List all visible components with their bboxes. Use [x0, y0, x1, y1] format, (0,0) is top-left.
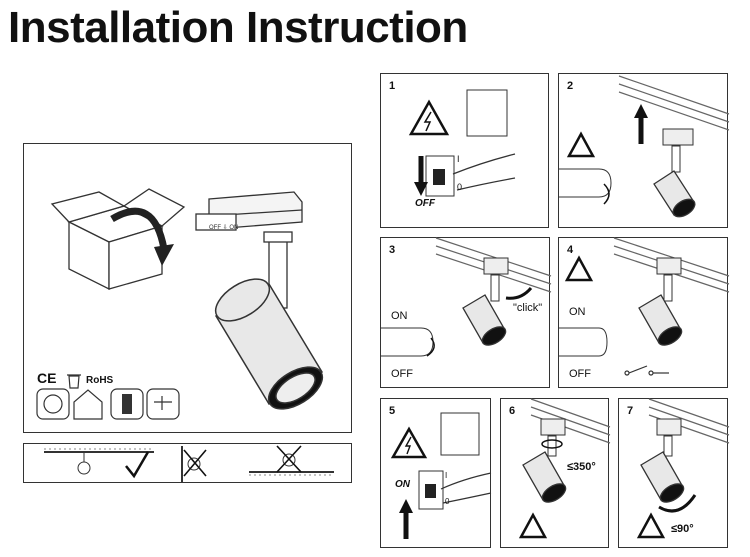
warning-electric-icon — [390, 426, 428, 459]
product-illustration: OFF ⇩ ON — [36, 188, 324, 420]
check-icon — [125, 451, 150, 479]
step-number: 6 — [509, 405, 516, 417]
product-panel: OFF ⇩ ON CE RoHS — [23, 143, 352, 433]
hand — [452, 153, 516, 191]
on-label: ON — [391, 310, 408, 322]
switch-off-mark: 0 — [457, 182, 463, 192]
hand — [440, 472, 492, 504]
indoor-use-icon — [73, 389, 103, 420]
spotlight-head — [214, 278, 324, 410]
spotlight-head — [638, 294, 683, 346]
spotlight-head — [653, 170, 696, 218]
svg-text:OFF ⇩ ON: OFF ⇩ ON — [209, 224, 238, 231]
spotlight-head — [522, 451, 567, 503]
cross-icon — [276, 445, 302, 473]
step-6-panel: 6 ≤350° — [500, 398, 611, 548]
step-number: 4 — [567, 244, 574, 256]
switch-off-mark: 0 — [445, 497, 450, 506]
step-5-panel: 5 ON I 0 — [380, 398, 492, 548]
mounting-panel — [23, 443, 352, 483]
step-2-panel: 2 — [558, 73, 730, 228]
box-icon — [50, 188, 186, 291]
step-number: 2 — [567, 80, 574, 92]
fuse-box — [466, 89, 508, 137]
mounting-illustration — [44, 445, 334, 482]
ce-mark: CE — [37, 370, 57, 386]
step-4-panel: 4 ON OFF — [558, 237, 730, 388]
rohs-mark: RoHS — [86, 375, 114, 386]
warning-icon — [566, 131, 596, 158]
track-rail — [618, 75, 730, 131]
hand-twist — [381, 327, 434, 357]
switch-on-mark: I — [457, 154, 460, 164]
switch-on-mark: I — [445, 471, 448, 480]
track-adapter — [195, 191, 303, 231]
tilt-limit-label: ≤90° — [671, 523, 694, 535]
rotate-arrow-icon — [110, 207, 168, 250]
step-3-panel: 3 "click" ON OFF — [380, 237, 552, 388]
on-label: ON — [395, 479, 410, 490]
step-number: 7 — [627, 405, 634, 417]
off-label: OFF — [391, 368, 413, 380]
page-title: Installation Instruction — [8, 3, 468, 52]
switch-symbol-icon — [624, 365, 669, 376]
click-label: "click" — [513, 302, 543, 314]
cross-icon — [183, 449, 207, 477]
fuse-box — [440, 412, 480, 456]
bin-icon — [67, 374, 81, 389]
step-1-panel: 1 OFF I 0 — [380, 73, 549, 228]
hand-twist — [559, 327, 608, 357]
step-number: 1 — [389, 80, 396, 92]
driver-icon — [146, 388, 180, 420]
spotlight-head — [640, 451, 685, 503]
warning-electric-icon — [408, 99, 450, 136]
off-label: OFF — [415, 198, 435, 209]
off-label: OFF — [569, 368, 591, 380]
on-label: ON — [569, 306, 586, 318]
warning-icon — [564, 255, 594, 282]
step-number: 3 — [389, 244, 396, 256]
tilt-arrow-icon — [658, 494, 697, 513]
spotlight-head — [462, 294, 507, 346]
step-number: 5 — [389, 405, 396, 417]
warning-icon — [518, 512, 548, 539]
hand-twist — [559, 168, 612, 198]
step-7-panel: 7 ≤90° — [618, 398, 730, 548]
rotation-limit-label: ≤350° — [567, 461, 596, 473]
warning-icon — [636, 512, 666, 539]
rotate-arrow-icon — [505, 287, 533, 300]
